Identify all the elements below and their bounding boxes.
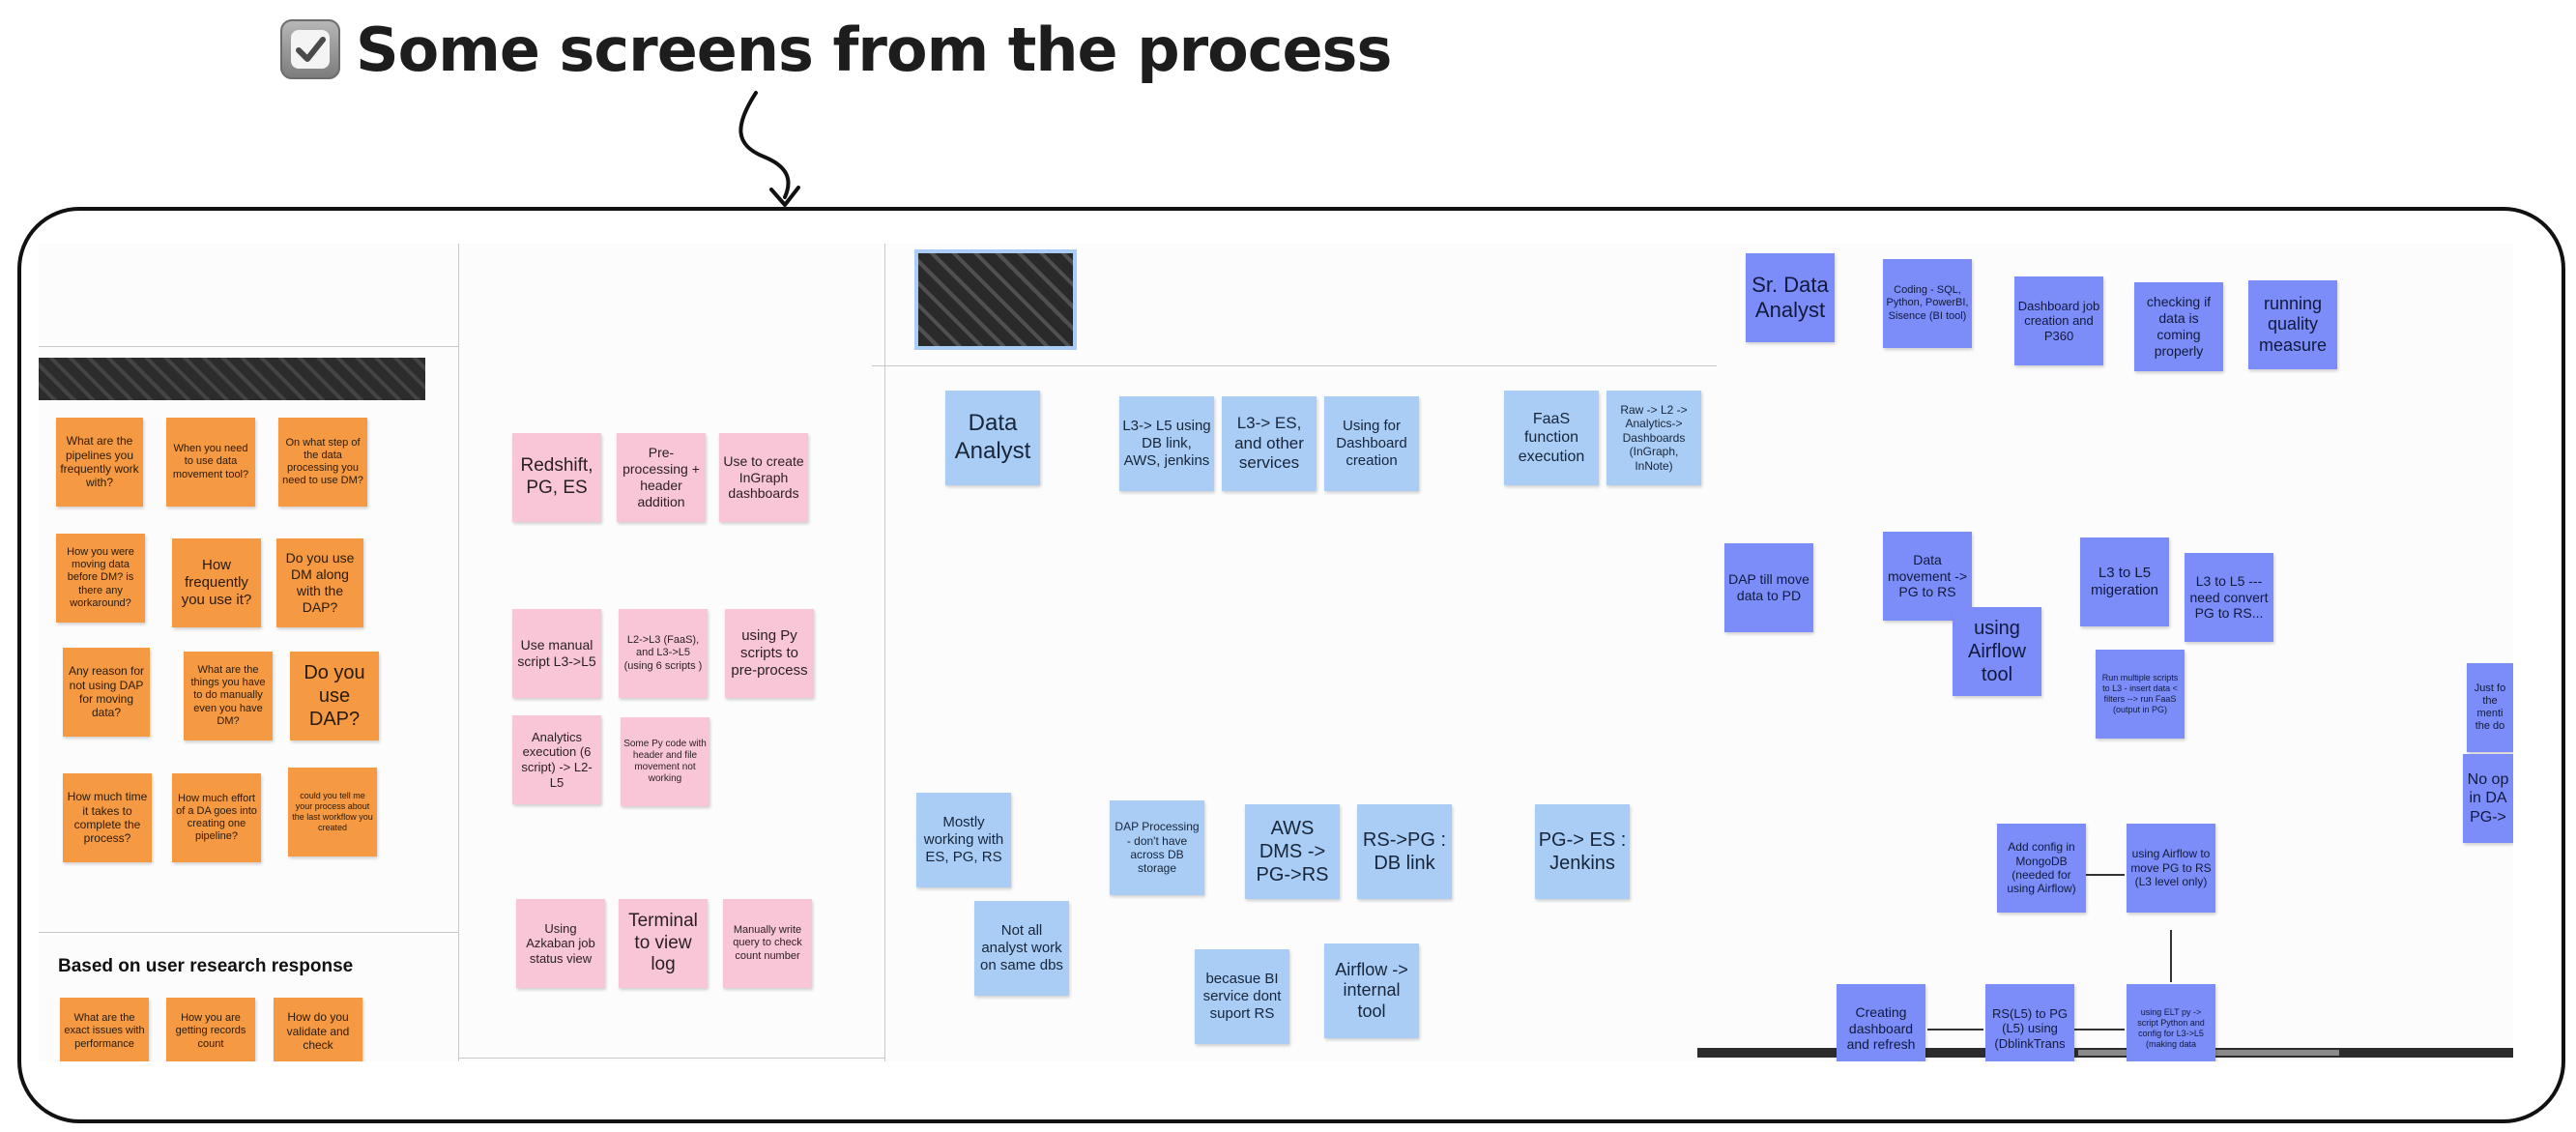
sticky-note[interactable]: Creating dashboard and refresh: [1837, 984, 1925, 1061]
sticky-note[interactable]: DAP till move data to PD: [1724, 543, 1813, 632]
sticky-note[interactable]: Run multiple scripts to L3 - insert data…: [2096, 650, 2185, 739]
sticky-note[interactable]: becasue BI service dont suport RS: [1195, 949, 1289, 1044]
sticky-note[interactable]: using Airflow tool: [1953, 607, 2041, 696]
sticky-note[interactable]: checking if data is coming properly: [2134, 282, 2223, 371]
sticky-note[interactable]: How you are getting records count: [166, 998, 255, 1061]
sticky-note[interactable]: No op in DA PG->: [2463, 754, 2513, 843]
sticky-note[interactable]: What are the things you have to do manua…: [184, 652, 273, 740]
flow-arrow: [2074, 1029, 2125, 1030]
sticky-note[interactable]: L3-> L5 using DB link, AWS, jenkins: [1119, 396, 1214, 491]
sticky-note[interactable]: RS(L5) to PG (L5) using (DblinkTrans: [1985, 984, 2074, 1061]
column-divider: [458, 244, 459, 1061]
sticky-note[interactable]: L3 to L5 --- need convert PG to RS...: [2185, 553, 2273, 642]
sticky-note[interactable]: using ELT py -> script Python and config…: [2127, 984, 2215, 1061]
sticky-note[interactable]: Sr. Data Analyst: [1746, 253, 1835, 342]
sticky-note[interactable]: FaaS function execution: [1504, 391, 1599, 485]
sticky-note[interactable]: L2->L3 (FaaS), and L3->L5 (using 6 scrip…: [619, 609, 708, 698]
sticky-note[interactable]: could you tell me your process about the…: [288, 768, 377, 856]
section-label: Based on user research response: [58, 956, 354, 976]
sticky-note[interactable]: L3-> ES, and other services: [1222, 396, 1317, 491]
sticky-note[interactable]: What are the exact issues with performan…: [60, 998, 149, 1061]
sticky-note[interactable]: Add config in MongoDB (needed for using …: [1997, 824, 2086, 913]
sticky-note[interactable]: Terminal to view log: [619, 899, 708, 988]
flow-arrow: [2170, 930, 2172, 982]
sticky-note[interactable]: Use to create InGraph dashboards: [719, 433, 808, 522]
sticky-note[interactable]: Mostly working with ES, PG, RS: [916, 793, 1011, 887]
sticky-note[interactable]: running quality measure: [2248, 280, 2337, 369]
sticky-note[interactable]: Using Azkaban job status view: [516, 899, 605, 988]
sticky-note[interactable]: Data Analyst: [945, 391, 1040, 485]
sticky-note[interactable]: How much time it takes to complete the p…: [63, 773, 152, 862]
sticky-note[interactable]: What are the pipelines you frequently wo…: [56, 418, 143, 507]
page-title: Some screens from the process: [280, 8, 1392, 91]
checkbox-checked-icon: [280, 19, 340, 79]
whiteboard-canvas: Based on user research response What are…: [39, 244, 2513, 1061]
sticky-note[interactable]: Use manual script L3->L5: [512, 609, 601, 698]
sticky-note[interactable]: Raw -> L2 -> Analytics-> Dashboards (InG…: [1606, 391, 1701, 485]
row-divider: [458, 1058, 884, 1059]
sticky-note[interactable]: Do you use DM along with the DAP?: [276, 538, 363, 627]
redacted-avatar: [914, 249, 1077, 350]
sticky-note[interactable]: DAP Processing - don't have across DB st…: [1110, 800, 1204, 895]
sticky-note[interactable]: Airflow -> internal tool: [1324, 943, 1419, 1038]
sticky-note[interactable]: How do you validate and check: [274, 998, 362, 1061]
sticky-note[interactable]: How frequently you use it?: [172, 538, 261, 627]
column-divider: [884, 244, 885, 1061]
redacted-logo: [39, 358, 425, 400]
sticky-note[interactable]: How you were moving data before DM? is t…: [56, 534, 145, 623]
sticky-note[interactable]: using Airflow to move PG to RS (L3 level…: [2127, 824, 2215, 913]
sticky-note[interactable]: Dashboard job creation and P360: [2014, 276, 2103, 365]
sticky-note[interactable]: AWS DMS -> PG->RS: [1245, 804, 1340, 899]
sticky-note[interactable]: On what step of the data processing you …: [278, 418, 367, 507]
sticky-note[interactable]: Using for Dashboard creation: [1324, 396, 1419, 491]
sticky-note[interactable]: PG-> ES : Jenkins: [1535, 804, 1630, 899]
sticky-note[interactable]: Do you use DAP?: [290, 652, 379, 740]
sticky-note[interactable]: Pre-processing + header addition: [617, 433, 706, 522]
sticky-note[interactable]: Just fo the menti the do: [2467, 663, 2513, 752]
sticky-note[interactable]: Analytics execution (6 script) -> L2-L5: [512, 715, 601, 804]
sticky-note[interactable]: When you need to use data movement tool?: [166, 418, 255, 507]
sticky-note[interactable]: Manually write query to check count numb…: [723, 899, 812, 988]
flow-arrow: [2086, 874, 2125, 876]
sticky-note[interactable]: Coding - SQL, Python, PowerBI, Sisence (…: [1883, 259, 1972, 348]
sticky-note[interactable]: Any reason for not using DAP for moving …: [63, 648, 150, 737]
sticky-note[interactable]: How much effort of a DA goes into creati…: [172, 773, 261, 862]
title-text: Some screens from the process: [356, 14, 1392, 85]
row-divider: [872, 365, 1717, 366]
sticky-note[interactable]: RS->PG : DB link: [1357, 804, 1452, 899]
sticky-note[interactable]: Redshift, PG, ES: [512, 433, 601, 522]
flow-arrow: [1927, 1029, 1983, 1030]
sticky-note[interactable]: Not all analyst work on same dbs: [974, 901, 1069, 996]
sticky-note[interactable]: using Py scripts to pre-process: [725, 609, 814, 698]
sticky-note[interactable]: Some Py code with header and file moveme…: [621, 717, 709, 806]
row-divider: [39, 932, 458, 933]
sticky-note[interactable]: Data movement -> PG to RS: [1883, 532, 1972, 621]
sticky-note[interactable]: L3 to L5 migeration: [2080, 537, 2169, 626]
row-divider: [39, 346, 458, 347]
